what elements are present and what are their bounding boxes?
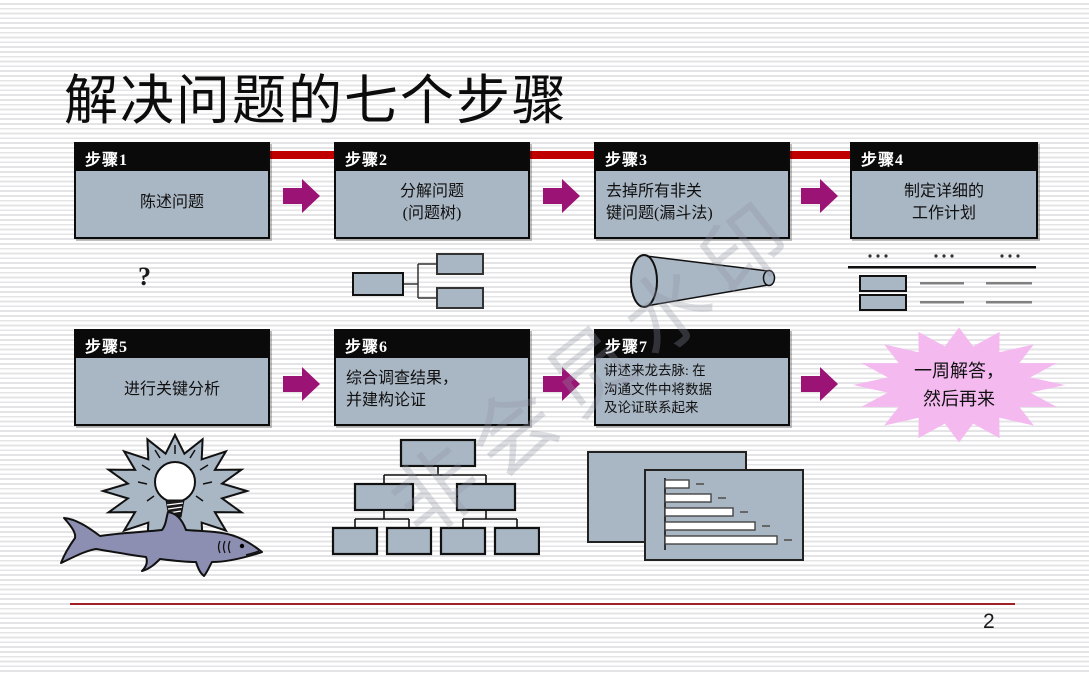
step-box-5: 步骤5 进行关键分析 [74,329,270,426]
slide-title: 解决问题的七个步骤 [64,71,568,131]
right-arrow-icon [283,179,320,213]
question-mark-annotation: ? [138,262,151,291]
step-6-header: 步骤6 [336,331,528,358]
step-box-3: 步骤3 去掉所有非关 键问题(漏斗法) [594,142,790,239]
step-box-6: 步骤6 综合调查结果， 并建构论证 [334,329,530,426]
right-arrow-icon [801,367,838,401]
right-arrow-icon [543,367,580,401]
red-accent-band [88,151,1033,159]
step-3-header: 步骤3 [596,144,788,171]
step-5-header: 步骤5 [76,331,268,358]
step-2-text: 分解问题 (问题树) [399,183,464,222]
step-box-1: 步骤1 陈述问题 [74,142,270,239]
bar-chart-slides-icon [587,451,804,561]
page-number: 2 [983,610,995,633]
step-3-text: 去掉所有非关 键问题(漏斗法) [606,183,713,222]
step-4-header: 步骤4 [852,144,1036,171]
step-1-text: 陈述问题 [139,194,204,212]
right-arrow-icon [543,179,580,213]
step-6-text: 综合调查结果， 并建构论证 [346,370,459,409]
right-arrow-icon [283,367,320,401]
footer-divider-line [70,603,1015,605]
step-box-2: 步骤2 分解问题 (问题树) [334,142,530,239]
step-5-text: 进行关键分析 [123,381,220,399]
issue-tree-icon [331,438,540,556]
callout-text: 一周解答， 然后再来 [914,361,1004,409]
work-plan-icon [848,254,1036,311]
right-arrow-icon [801,179,838,213]
starburst-callout [853,327,1065,443]
step-box-4: 步骤4 制定详细的 工作计划 [850,142,1038,239]
step-2-header: 步骤2 [336,144,528,171]
shark-illustration [60,511,263,577]
step-7-text: 讲述来龙去脉: 在 沟通文件中将数据 及论证联系起来 [604,362,712,416]
step-box-7: 步骤7 讲述来龙去脉: 在 沟通文件中将数据 及论证联系起来 [594,329,790,426]
megaphone-funnel-icon [630,254,776,308]
problem-tree-icon [352,253,484,309]
step-1-header: 步骤1 [76,144,268,171]
step-7-header: 步骤7 [596,331,788,358]
step-4-text: 制定详细的 工作计划 [903,183,984,222]
